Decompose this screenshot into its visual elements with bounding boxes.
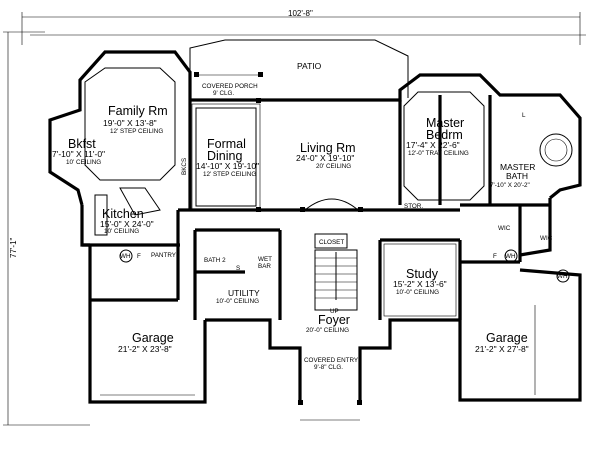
patio-outline [189,39,409,98]
kitchen-ceiling: 10' CEILING [104,228,139,235]
furnace-label-left: F [137,253,141,260]
family-room-size: 19'-0" X 13'-8" [103,118,157,128]
wh-label-left: WH [120,253,131,260]
stair-up-label: UP [330,308,339,315]
storage-label: STOR. [404,203,423,210]
dining-step-ceiling [195,107,257,207]
master-bath-label-line1: MASTER [500,162,535,172]
master-bath-label-line2: BATH [506,171,528,181]
wic-label-left: WIC [498,225,511,232]
master-tray-ceiling [403,91,485,201]
entry-post [298,400,303,405]
foyer-label: Foyer [318,313,350,327]
overall-width-label: 102'-8" [288,9,313,18]
dining-ceiling: 12' STEP CEILING [203,171,256,178]
study-label: Study [406,267,439,281]
furnace-label-right: F [493,253,497,260]
master-bath-size: 7'-10" X 20'-2" [490,182,530,189]
dining-label-line2: Dining [207,149,242,163]
study-size: 15'-2" X 13'-6" [393,279,447,289]
linen-label: L [522,112,526,119]
breakfast-label: Bkfst [68,137,96,151]
covered-entry-ceiling: 9'-8" CLG. [314,364,343,371]
breakfast-ceiling: 10' CEILING [66,159,101,166]
master-bedroom-label-line2: Bedrm [426,128,463,142]
wh-label-mid: WH [505,253,516,260]
garage-right-size: 21'-2" X 27'-8" [475,344,529,354]
master-bedroom-label-line1: Master [426,116,464,130]
porch-post [194,72,199,77]
closet-box [314,233,348,249]
kitchen-island [119,187,161,216]
family-room-ceiling: 12' STEP CEILING [110,128,163,135]
family-room-step-ceiling [84,67,176,181]
bookcase-label: BKCS [181,158,188,175]
foyer-staircase [314,249,358,311]
covered-porch-ceiling: 9' CLG. [213,90,234,97]
wic-label-right: WIC [540,235,553,242]
dining-size: 14'-10" X 19'-10" [196,161,259,171]
foyer-ceiling: 20'-0" CEILING [306,327,349,334]
s-label: S [236,265,240,272]
living-room-size: 24'-0" X 19'-10" [296,153,354,163]
patio-label: PATIO [297,61,322,71]
utility-label: UTILITY [228,288,260,298]
interior-walls [82,95,550,320]
breakfast-size: 7'-10" X 11'-0" [52,149,105,159]
garage-right-label: Garage [486,331,528,345]
garage-left-size: 21'-2" X 23'-8" [118,344,172,354]
living-room-columns [256,98,363,212]
covered-entry-label: COVERED ENTRY [304,357,359,364]
closet-label: CLOSET [319,239,344,246]
dining-outline [191,103,261,211]
kitchen-counter [94,194,108,236]
wet-bar-label-line2: BAR [258,263,271,270]
living-room-label: Living Rm [300,141,356,155]
porch-post [258,72,263,77]
water-heater-icon [504,249,518,263]
wet-bar-label-line1: WET [258,256,272,263]
living-room-ceiling: 20' CEILING [316,163,351,170]
master-tub [539,133,573,167]
dining-label-line1: Formal [207,137,246,151]
dimension-lines [3,12,586,426]
entry-post [357,400,362,405]
master-bedroom-size: 17'-4" X 22'-6" [406,140,460,150]
study-ceiling: 10'-0" CEILING [396,289,439,296]
kitchen-label: Kitchen [102,207,144,221]
master-bedroom-ceiling: 12'-0" TRAY CEILING [408,150,469,157]
water-heater-icon [556,269,570,283]
kitchen-size: 15'-0" X 24'-0" [100,219,154,229]
overall-depth-label: 77'-1" [9,237,18,258]
covered-porch-label: COVERED PORCH [202,83,258,90]
utility-ceiling: 10'-0" CEILING [216,298,259,305]
pantry-label: PANTRY [151,252,177,259]
study-outline [383,243,457,317]
water-heater-icon [119,249,133,263]
bath-2-label: BATH 2 [204,257,226,264]
family-room-label: Family Rm [108,104,168,118]
wh-label-right: WH [557,273,568,280]
garage-left-label: Garage [132,331,174,345]
